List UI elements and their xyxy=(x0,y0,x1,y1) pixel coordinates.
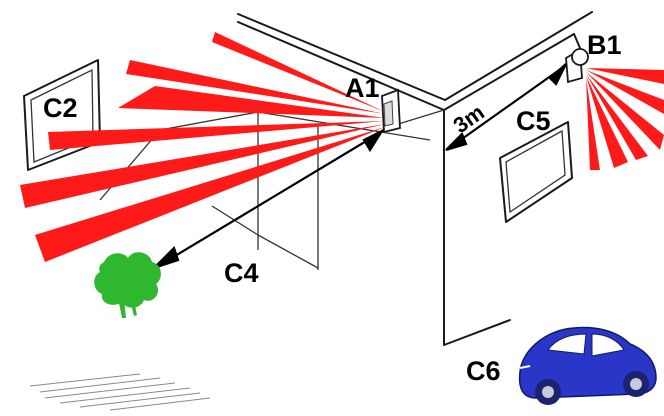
label-distance: 3m xyxy=(449,99,489,138)
distance-arrow-3m xyxy=(445,63,567,152)
label-c2: C2 xyxy=(43,93,78,123)
label-b1: B1 xyxy=(587,30,622,60)
roof-edge-left xyxy=(237,13,446,101)
camera-sensor-icon xyxy=(565,48,589,84)
roof-edge-right xyxy=(444,11,593,101)
label-a1: A1 xyxy=(345,73,380,103)
bush-icon xyxy=(94,252,161,318)
car-icon xyxy=(518,326,657,405)
window-c5: C5 xyxy=(499,106,573,223)
window-c2: C2 xyxy=(23,59,101,171)
building xyxy=(99,11,593,346)
distance-arrow-c4 xyxy=(153,128,386,270)
sensor-b1-beams xyxy=(586,68,664,170)
label-c5: C5 xyxy=(516,106,551,136)
motion-sensor-icon xyxy=(381,88,401,134)
label-c4: C4 xyxy=(224,258,259,288)
ground-hatching xyxy=(29,373,211,411)
sensor-a1-beams xyxy=(20,32,385,262)
label-c6: C6 xyxy=(466,356,501,386)
